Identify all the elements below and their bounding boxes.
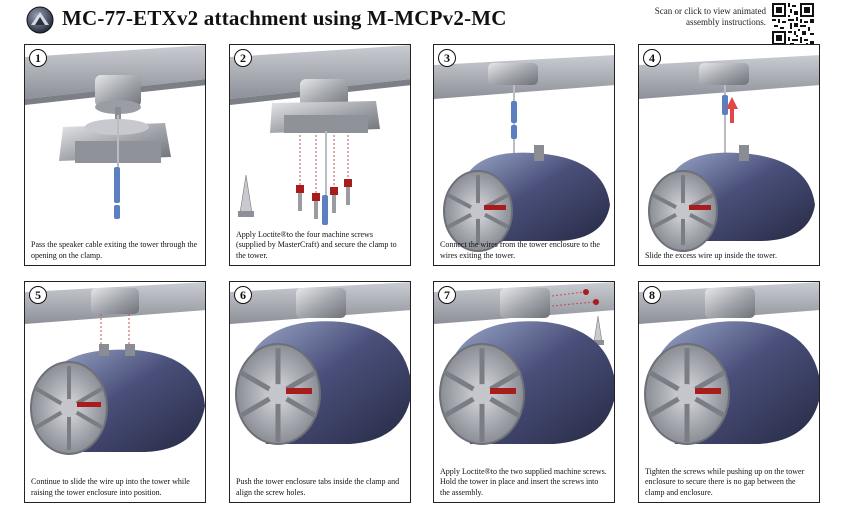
qr-code-icon[interactable] [772, 3, 814, 45]
step-number-badge: 3 [438, 49, 456, 67]
step-caption: Continue to slide the wire up into the t… [31, 477, 190, 497]
step-panel-8: 8 Tighten the screws while pushing up on… [638, 281, 820, 503]
step-illustration [230, 45, 410, 225]
up-arrow-icon [726, 97, 738, 123]
step-panel-5: 5 Continue to slide the wire up into the… [24, 281, 206, 503]
step-panel-7: 7 Apply Loctite®to the two supplied mach… [433, 281, 615, 503]
step-panel-1: 1 Pass the speaker cable exiting the tow… [24, 44, 206, 266]
page-title: MC-77-ETXv2 attachment using M-MCPv2-MC [62, 6, 507, 30]
loctite-tube-icon [238, 174, 254, 217]
step-number-badge: 7 [438, 286, 456, 304]
step-number-badge: 1 [29, 49, 47, 67]
step-illustration [639, 282, 819, 445]
step-number-badge: 4 [643, 49, 661, 67]
step-panel-4: 4 Slide the excess wire up inside the to… [638, 44, 820, 266]
step-panel-2: 2 Apply Loctite®to the four machine scre… [229, 44, 411, 266]
step-illustration [434, 282, 614, 445]
step-caption: Apply Loctite®to the four machine screws… [236, 229, 397, 260]
step-caption: Tighten the screws while pushing up on t… [645, 466, 805, 497]
step-caption: Push the tower enclosure tabs inside the… [236, 477, 400, 497]
step-illustration [230, 282, 410, 445]
step-illustration [25, 282, 205, 455]
step-number-badge: 5 [29, 286, 47, 304]
step-caption: Pass the speaker cable exiting the tower… [31, 240, 198, 260]
step-caption: Connect the wires from the tower enclosu… [440, 240, 600, 260]
step-illustration [639, 55, 819, 252]
step-number-badge: 6 [234, 286, 252, 304]
page-header: MC-77-ETXv2 attachment using M-MCPv2-MC … [0, 0, 847, 45]
jl-audio-logo-icon [26, 6, 54, 34]
step-illustration [434, 55, 614, 252]
step-panel-6: 6 Push the tower enclosure tabs inside t… [229, 281, 411, 503]
step-number-badge: 2 [234, 49, 252, 67]
step-panel-3: 3 Connect the wires from the tower enclo… [433, 44, 615, 266]
loctite-tube-icon [592, 315, 604, 345]
scan-instructions-text[interactable]: Scan or click to view animated assembly … [654, 6, 766, 27]
step-caption: Apply Loctite®to the two supplied machin… [440, 466, 607, 497]
step-caption: Slide the excess wire up inside the towe… [645, 250, 777, 260]
step-illustration [25, 45, 205, 219]
step-number-badge: 8 [643, 286, 661, 304]
